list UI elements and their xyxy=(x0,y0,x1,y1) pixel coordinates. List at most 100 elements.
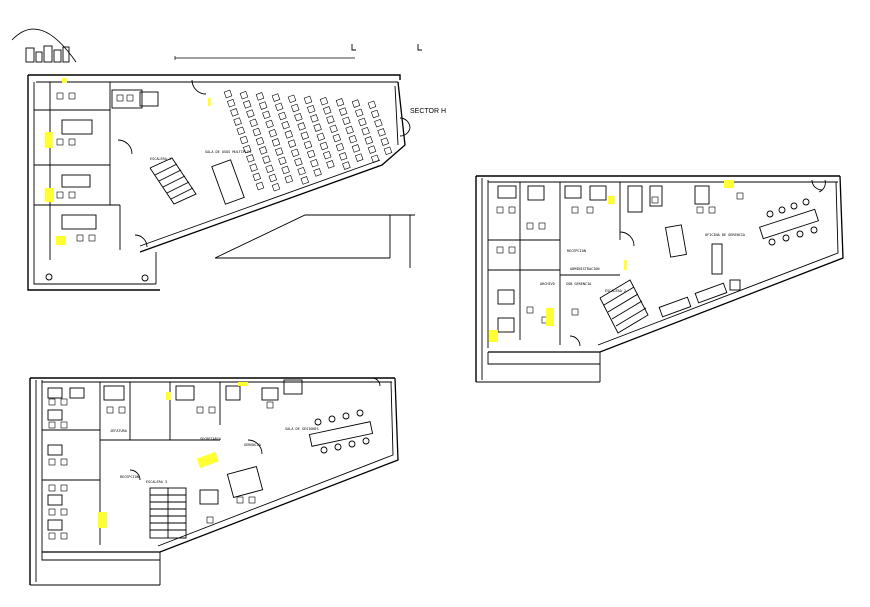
chair-118 xyxy=(48,484,56,492)
chair-51 xyxy=(303,95,313,105)
chair-66 xyxy=(342,161,351,170)
plan-c-room-label-2: SECRETARIA xyxy=(200,437,222,441)
plan-c-room-label-5: JEFATURA xyxy=(110,429,128,433)
chair-11 xyxy=(239,90,249,100)
chair-125 xyxy=(118,406,126,414)
plan-a-room-label-1: ESCALERA 1 xyxy=(150,157,171,161)
plan-b-room-label-6: RECEPCION xyxy=(567,249,586,253)
chair-74 xyxy=(351,99,361,108)
chair-47 xyxy=(303,140,313,150)
chair-122 xyxy=(48,532,56,540)
chair-62 xyxy=(329,124,338,134)
chair-55 xyxy=(316,132,326,142)
chair-46 xyxy=(300,131,310,140)
chair-35 xyxy=(281,120,290,130)
chair-58 xyxy=(326,160,335,169)
yellow-highlights xyxy=(45,78,734,528)
chair-18 xyxy=(262,155,271,164)
chair-109 xyxy=(526,306,534,314)
chair-97 xyxy=(496,206,504,214)
chair-37 xyxy=(287,139,297,148)
chair-94 xyxy=(88,234,96,242)
chair-48 xyxy=(306,149,316,159)
highlight-c4 xyxy=(166,392,171,400)
plan-c-room-label-6: RECEPCION xyxy=(120,475,139,479)
highlight-a3 xyxy=(56,236,66,245)
chair-15 xyxy=(252,127,262,137)
plan-a-room-label-2: SALA DE USOS MULTIPLES xyxy=(205,150,251,154)
chair-60 xyxy=(322,106,332,115)
chair-34 xyxy=(278,111,287,121)
chair-31 xyxy=(284,174,294,184)
chair-53 xyxy=(310,114,319,123)
chair-88 xyxy=(68,92,76,100)
chair-90 xyxy=(68,138,76,146)
plan-c-stair xyxy=(149,487,187,539)
chair-13 xyxy=(246,109,255,118)
plan-a-stair xyxy=(149,157,197,205)
chair-89 xyxy=(56,138,64,146)
chair-93 xyxy=(76,234,84,242)
highlight-b2 xyxy=(546,308,554,326)
chair-52 xyxy=(306,104,316,114)
chair-39 xyxy=(294,157,303,167)
chair-10 xyxy=(255,181,265,191)
chair-22 xyxy=(255,92,265,101)
plan-b-room-label-5: ARCHIVO xyxy=(540,282,555,286)
chair-73 xyxy=(354,153,364,162)
chair-61 xyxy=(326,115,335,124)
chair-25 xyxy=(265,119,274,129)
chair-42 xyxy=(287,94,297,104)
chair-119 xyxy=(60,484,68,492)
highlight-b3 xyxy=(608,196,615,204)
plan-c-room-label-1: SALA DE SESIONES xyxy=(285,427,319,431)
chair-3 xyxy=(233,117,242,126)
plan-b-floor-plan xyxy=(475,175,844,383)
chair-63 xyxy=(332,133,342,143)
chair-21 xyxy=(271,182,281,192)
chair-98 xyxy=(508,206,516,214)
sector-label: SECTOR H xyxy=(410,108,446,115)
chair-106 xyxy=(708,206,716,214)
chair-44 xyxy=(294,112,303,122)
chair-2 xyxy=(230,108,239,117)
chair-82 xyxy=(370,109,380,119)
chair-104 xyxy=(586,206,594,214)
chair-108 xyxy=(651,196,659,204)
chair-33 xyxy=(274,102,284,112)
plan-b-stair xyxy=(599,279,649,334)
chair-56 xyxy=(319,141,329,151)
chair-69 xyxy=(342,116,351,126)
chair-20 xyxy=(268,173,278,183)
chair-83 xyxy=(374,118,383,128)
chair-111 xyxy=(571,308,579,316)
chair-0 xyxy=(223,89,233,99)
chair-101 xyxy=(526,222,534,230)
chair-72 xyxy=(351,144,361,153)
chair-67 xyxy=(335,98,345,107)
chair-70 xyxy=(345,125,354,135)
chair-5 xyxy=(239,135,249,145)
highlight-a1 xyxy=(45,132,53,148)
chair-6 xyxy=(242,144,252,154)
chair-29 xyxy=(278,156,287,166)
plan-b-room-label-3: OFICINA DE GERENCIA xyxy=(705,233,746,237)
chair-59 xyxy=(319,96,329,106)
chair-124 xyxy=(106,406,114,414)
chair-57 xyxy=(322,150,332,160)
chair-71 xyxy=(348,134,358,144)
chair-92 xyxy=(68,191,76,199)
chair-105 xyxy=(696,206,704,214)
chair-65 xyxy=(338,152,348,161)
chair-54 xyxy=(313,123,322,132)
chair-120 xyxy=(48,508,56,516)
plan-b-room-label-4: SUB GERENCIA xyxy=(566,282,592,286)
chair-30 xyxy=(281,165,290,175)
chair-77 xyxy=(361,126,370,136)
chair-79 xyxy=(367,145,377,154)
chair-95 xyxy=(116,94,124,102)
highlight-c1 xyxy=(98,512,107,528)
chair-9 xyxy=(252,172,262,182)
chair-27 xyxy=(271,138,281,147)
